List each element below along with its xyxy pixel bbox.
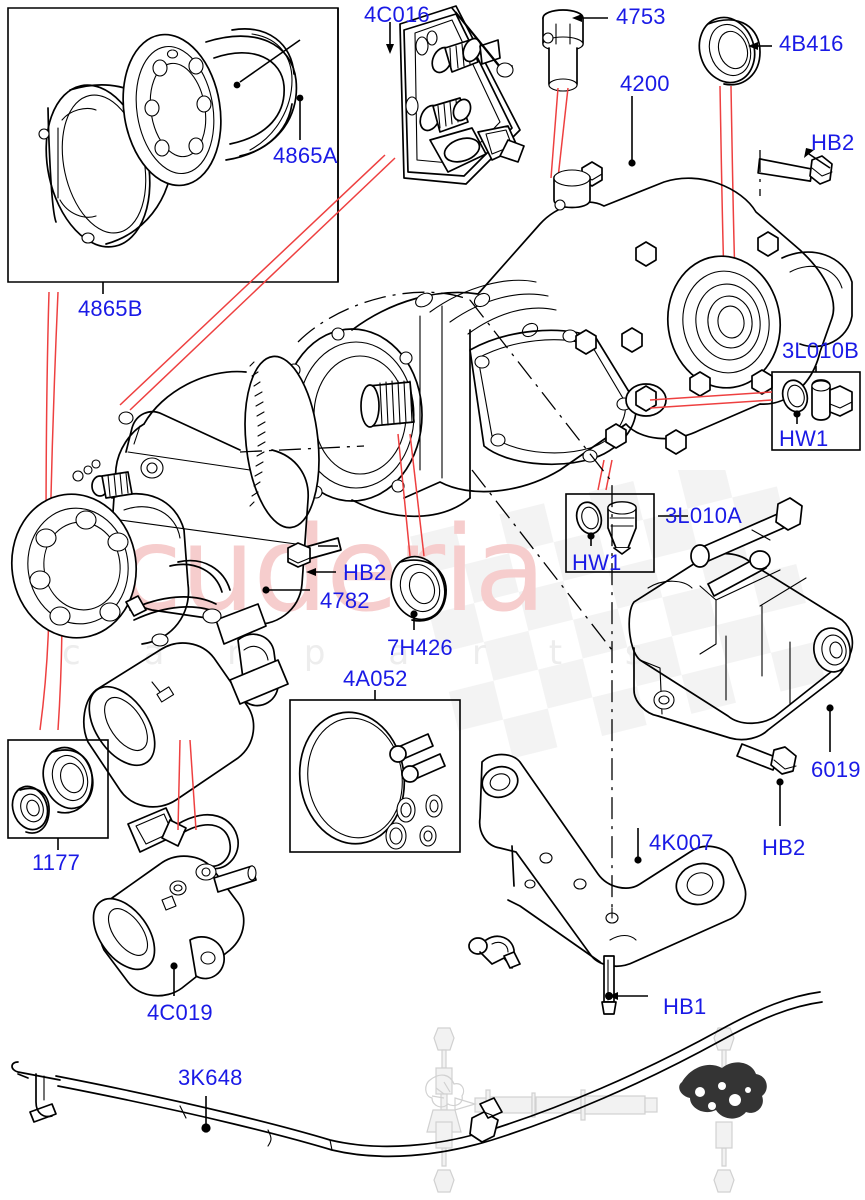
part-4200-differential-housing xyxy=(281,96,853,518)
callout-4200: 4200 xyxy=(620,71,670,96)
inset-box-3l010a xyxy=(565,493,688,573)
part-hb2-lower-bolt xyxy=(736,743,797,826)
inset-box-3l010b xyxy=(771,366,861,451)
part-6019-transfer-case xyxy=(628,497,854,752)
callout-hb2-mid-left: HB2 xyxy=(343,560,387,585)
driveline-schematic-watermark xyxy=(425,1027,767,1193)
callout-3k648: 3K648 xyxy=(178,1065,243,1090)
callout-4865b: 4865B xyxy=(78,296,143,321)
part-hb2-upper-bolt xyxy=(757,148,833,196)
part-4b416-ring xyxy=(698,16,772,86)
callout-hb1: HB1 xyxy=(663,994,707,1019)
part-3k648-vent-pipe xyxy=(11,991,823,1158)
part-hose-clip xyxy=(468,935,521,969)
part-4753-breather xyxy=(542,9,608,92)
part-hb2-mid-bolt xyxy=(287,537,342,576)
callout-hw1-upper: HW1 xyxy=(779,426,829,451)
part-4c016-module xyxy=(386,5,525,185)
callout-4c019: 4C019 xyxy=(147,1000,213,1025)
callout-4c016: 4C016 xyxy=(364,2,430,27)
inset-box-4865 xyxy=(7,7,339,294)
callout-4k007: 4K007 xyxy=(649,830,714,855)
inset-box-1177 xyxy=(7,739,109,850)
part-4k007-support-bracket xyxy=(478,753,747,967)
part-4c019-actuator-motor xyxy=(92,807,257,997)
callout-6019: 6019 xyxy=(811,757,861,782)
callout-4782: 4782 xyxy=(320,588,370,613)
callout-4a052: 4A052 xyxy=(343,666,408,691)
callout-4b416: 4B416 xyxy=(779,31,844,56)
callout-3l010b: 3L010B xyxy=(782,338,860,363)
part-4782-lock-motor-assembly xyxy=(10,355,320,808)
callout-4865a: 4865A xyxy=(273,143,338,168)
inset-box-4a052 xyxy=(289,690,461,853)
callout-hb2-upper-right: HB2 xyxy=(811,130,855,155)
callout-1177: 1177 xyxy=(32,850,81,875)
part-7h426-pinion-seal xyxy=(390,555,447,630)
callout-7h426: 7H426 xyxy=(387,635,453,660)
part-hb1-bolt xyxy=(601,955,648,1015)
callout-3l010a: 3L010A xyxy=(665,503,743,528)
callout-hw1-lower: HW1 xyxy=(572,550,622,575)
callout-hb2-lower-right: HB2 xyxy=(762,835,806,860)
callout-4753: 4753 xyxy=(616,4,666,29)
